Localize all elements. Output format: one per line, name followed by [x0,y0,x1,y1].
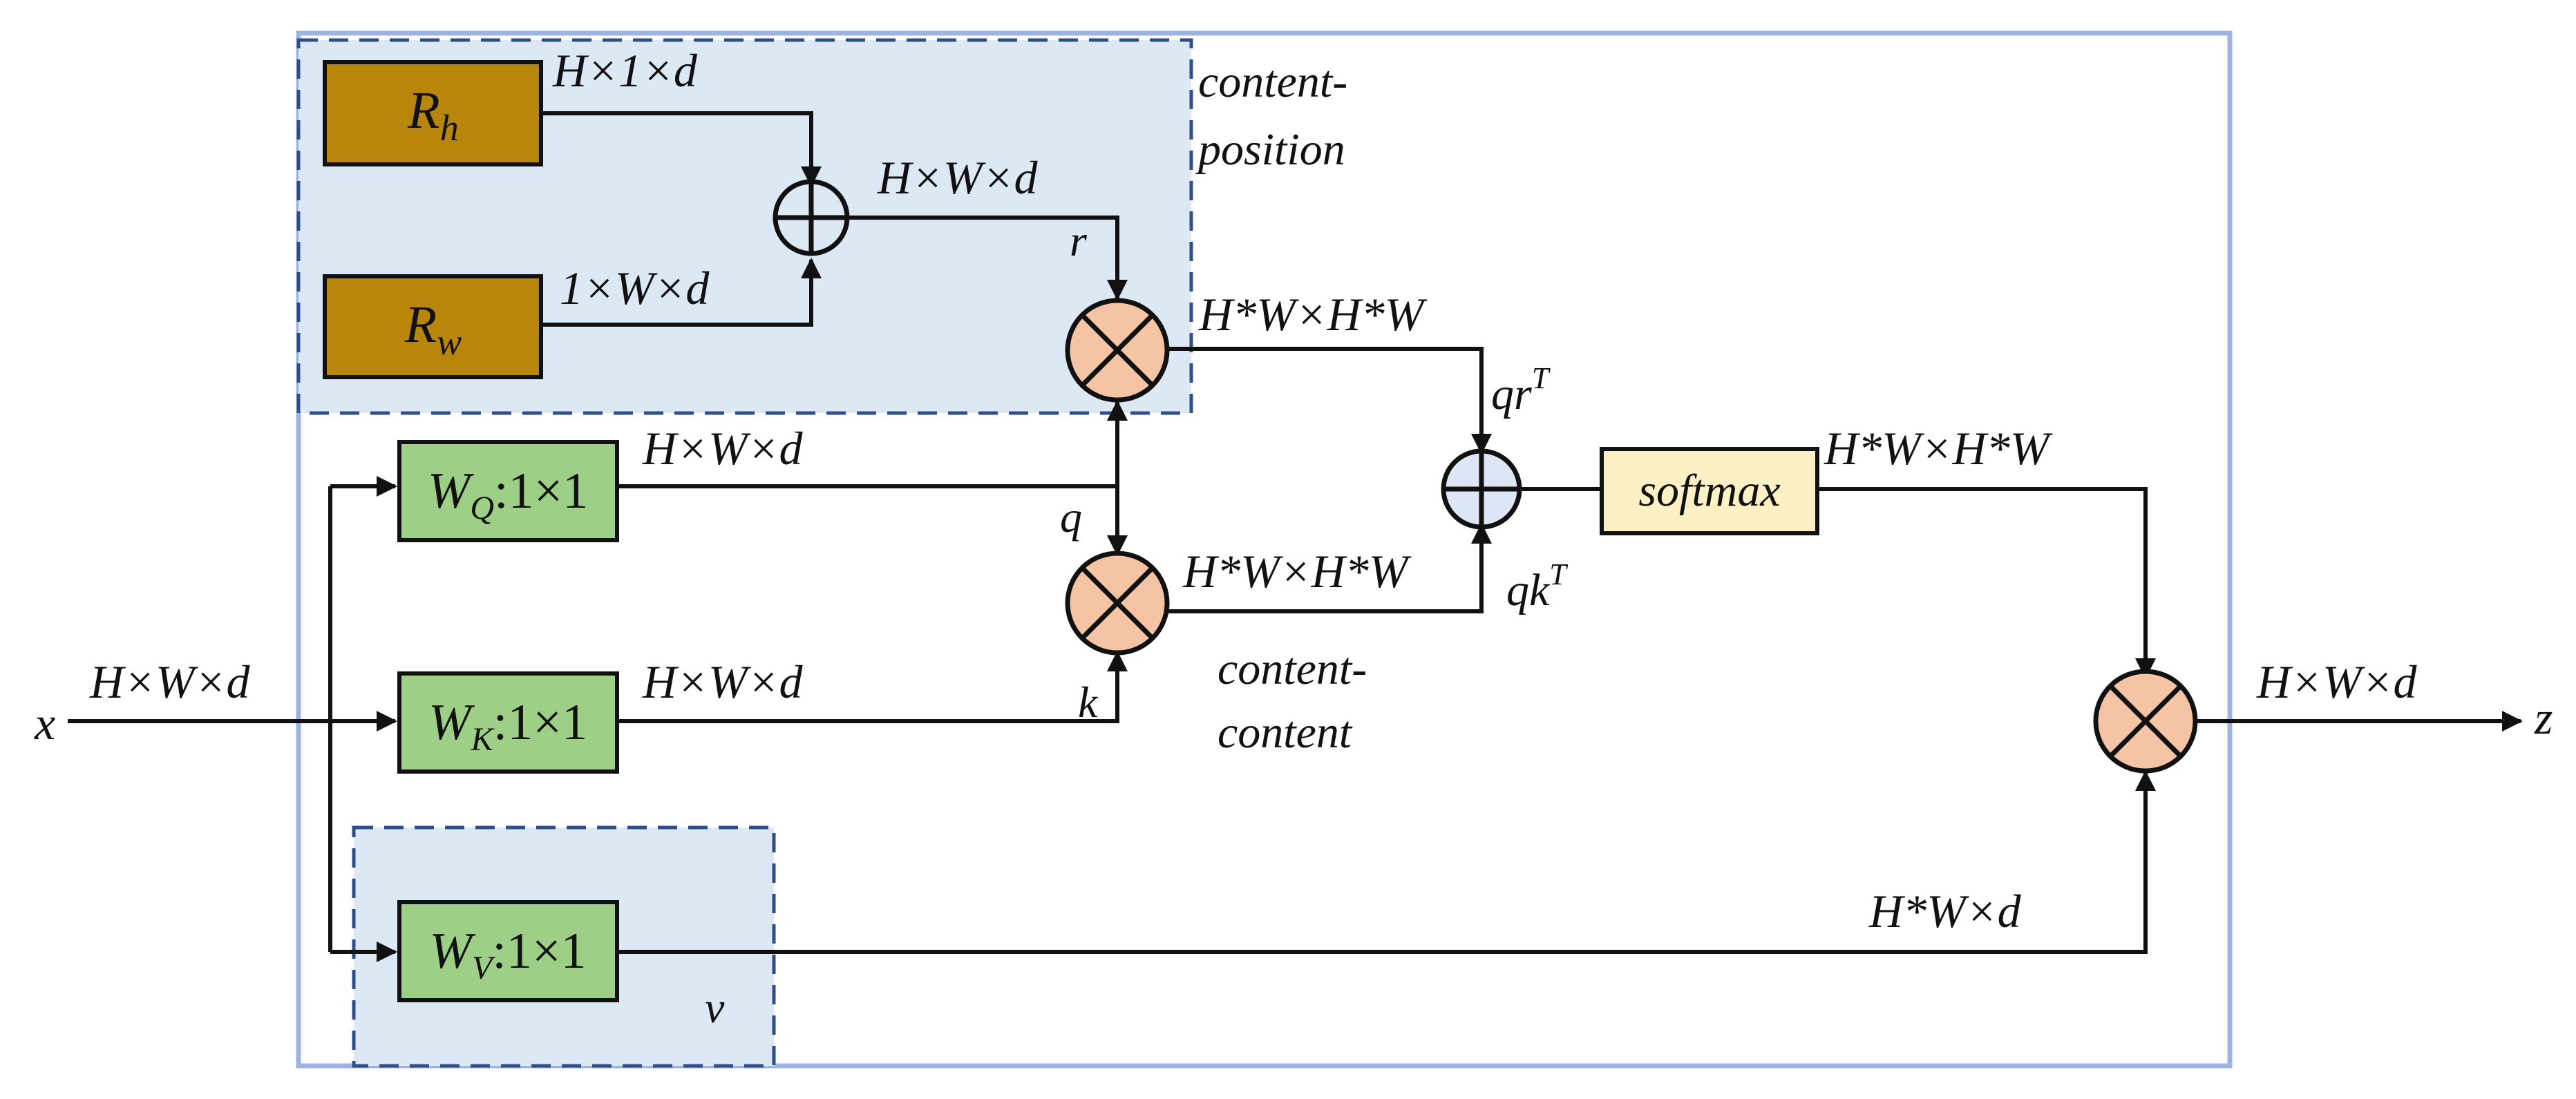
svg-text:Rw: Rw [404,296,462,363]
content-content-label-1: content- [1218,644,1367,694]
circled-times-icon [2093,669,2198,774]
content-position-label-1: content- [1198,57,1347,107]
wq-dim-label: H×W×d [642,422,804,475]
z-dim-label: H×W×d [2256,656,2418,708]
qr-dim-label: H*W×H*W [1198,288,1428,341]
wk-box: WK:1×1 [397,671,619,774]
wk-dim-label: H×W×d [642,656,804,708]
wv-suffix: :1×1 [492,923,586,979]
qr-sup-label: T [1532,361,1551,395]
wq-base: W [428,463,475,519]
r-sum-dim-label: H×W×d [877,151,1039,204]
x-label: x [34,697,55,749]
rh-sub: h [440,107,459,149]
wv-box: WV:1×1 [397,900,619,1002]
rw-dim-label: 1×W×d [560,262,710,314]
x-dim-label: H×W×d [89,656,251,708]
wq-sub: Q [470,490,494,526]
rw-wire [541,258,822,327]
r-wire [849,216,1128,300]
wv-base: W [429,923,476,979]
z-label: z [2534,691,2553,744]
wv-sub: V [472,950,495,986]
softmax-wire [1817,487,2156,679]
k-label: k [1078,678,1099,727]
v-label: v [705,983,725,1032]
rh-dim-label: H×1×d [552,44,698,97]
q-label: q [1060,493,1082,542]
v-dim-label: H*W×d [1868,885,2022,937]
qr-wire [1166,347,1492,455]
wq-box: WQ:1×1 [397,440,619,542]
v-wire [617,770,2156,954]
rh-base: R [407,82,439,140]
k-wire [617,651,1128,723]
svg-text:WV:1×1: WV:1×1 [429,923,586,986]
svg-text:Rh: Rh [407,82,458,149]
r-label: r [1070,216,1088,265]
qk-wire [1166,523,1492,613]
wk-base: W [428,694,475,751]
svg-text:WK:1×1: WK:1×1 [428,694,587,758]
rh-wire [541,111,822,187]
circled-plus-icon [1441,448,1522,530]
qk-label: qk [1506,565,1551,615]
wq-suffix: :1×1 [494,463,588,519]
svg-text:qrT: qrT [1491,361,1551,419]
rw-base: R [404,296,437,354]
wk-suffix: :1×1 [493,694,587,751]
qk-sup-label: T [1549,557,1569,591]
softmax-dim-label: H*W×H*W [1824,422,2053,475]
rh-box: Rh [323,60,543,166]
circled-times-icon [1065,551,1170,656]
content-position-label-2: position [1195,124,1345,175]
wk-sub: K [471,721,495,758]
content-content-label-2: content [1218,707,1353,758]
svg-text:qkT: qkT [1506,557,1569,615]
svg-text:WQ:1×1: WQ:1×1 [428,463,589,526]
circled-times-icon [1065,298,1170,403]
rw-sub: w [437,321,462,363]
qr-label: qr [1491,369,1532,419]
qk-dim-label: H*W×H*W [1182,545,1412,598]
softmax-box: softmax [1600,447,1819,535]
circled-plus-icon [773,179,850,256]
softmax-label: softmax [1638,466,1780,516]
rw-box: Rw [323,274,543,379]
